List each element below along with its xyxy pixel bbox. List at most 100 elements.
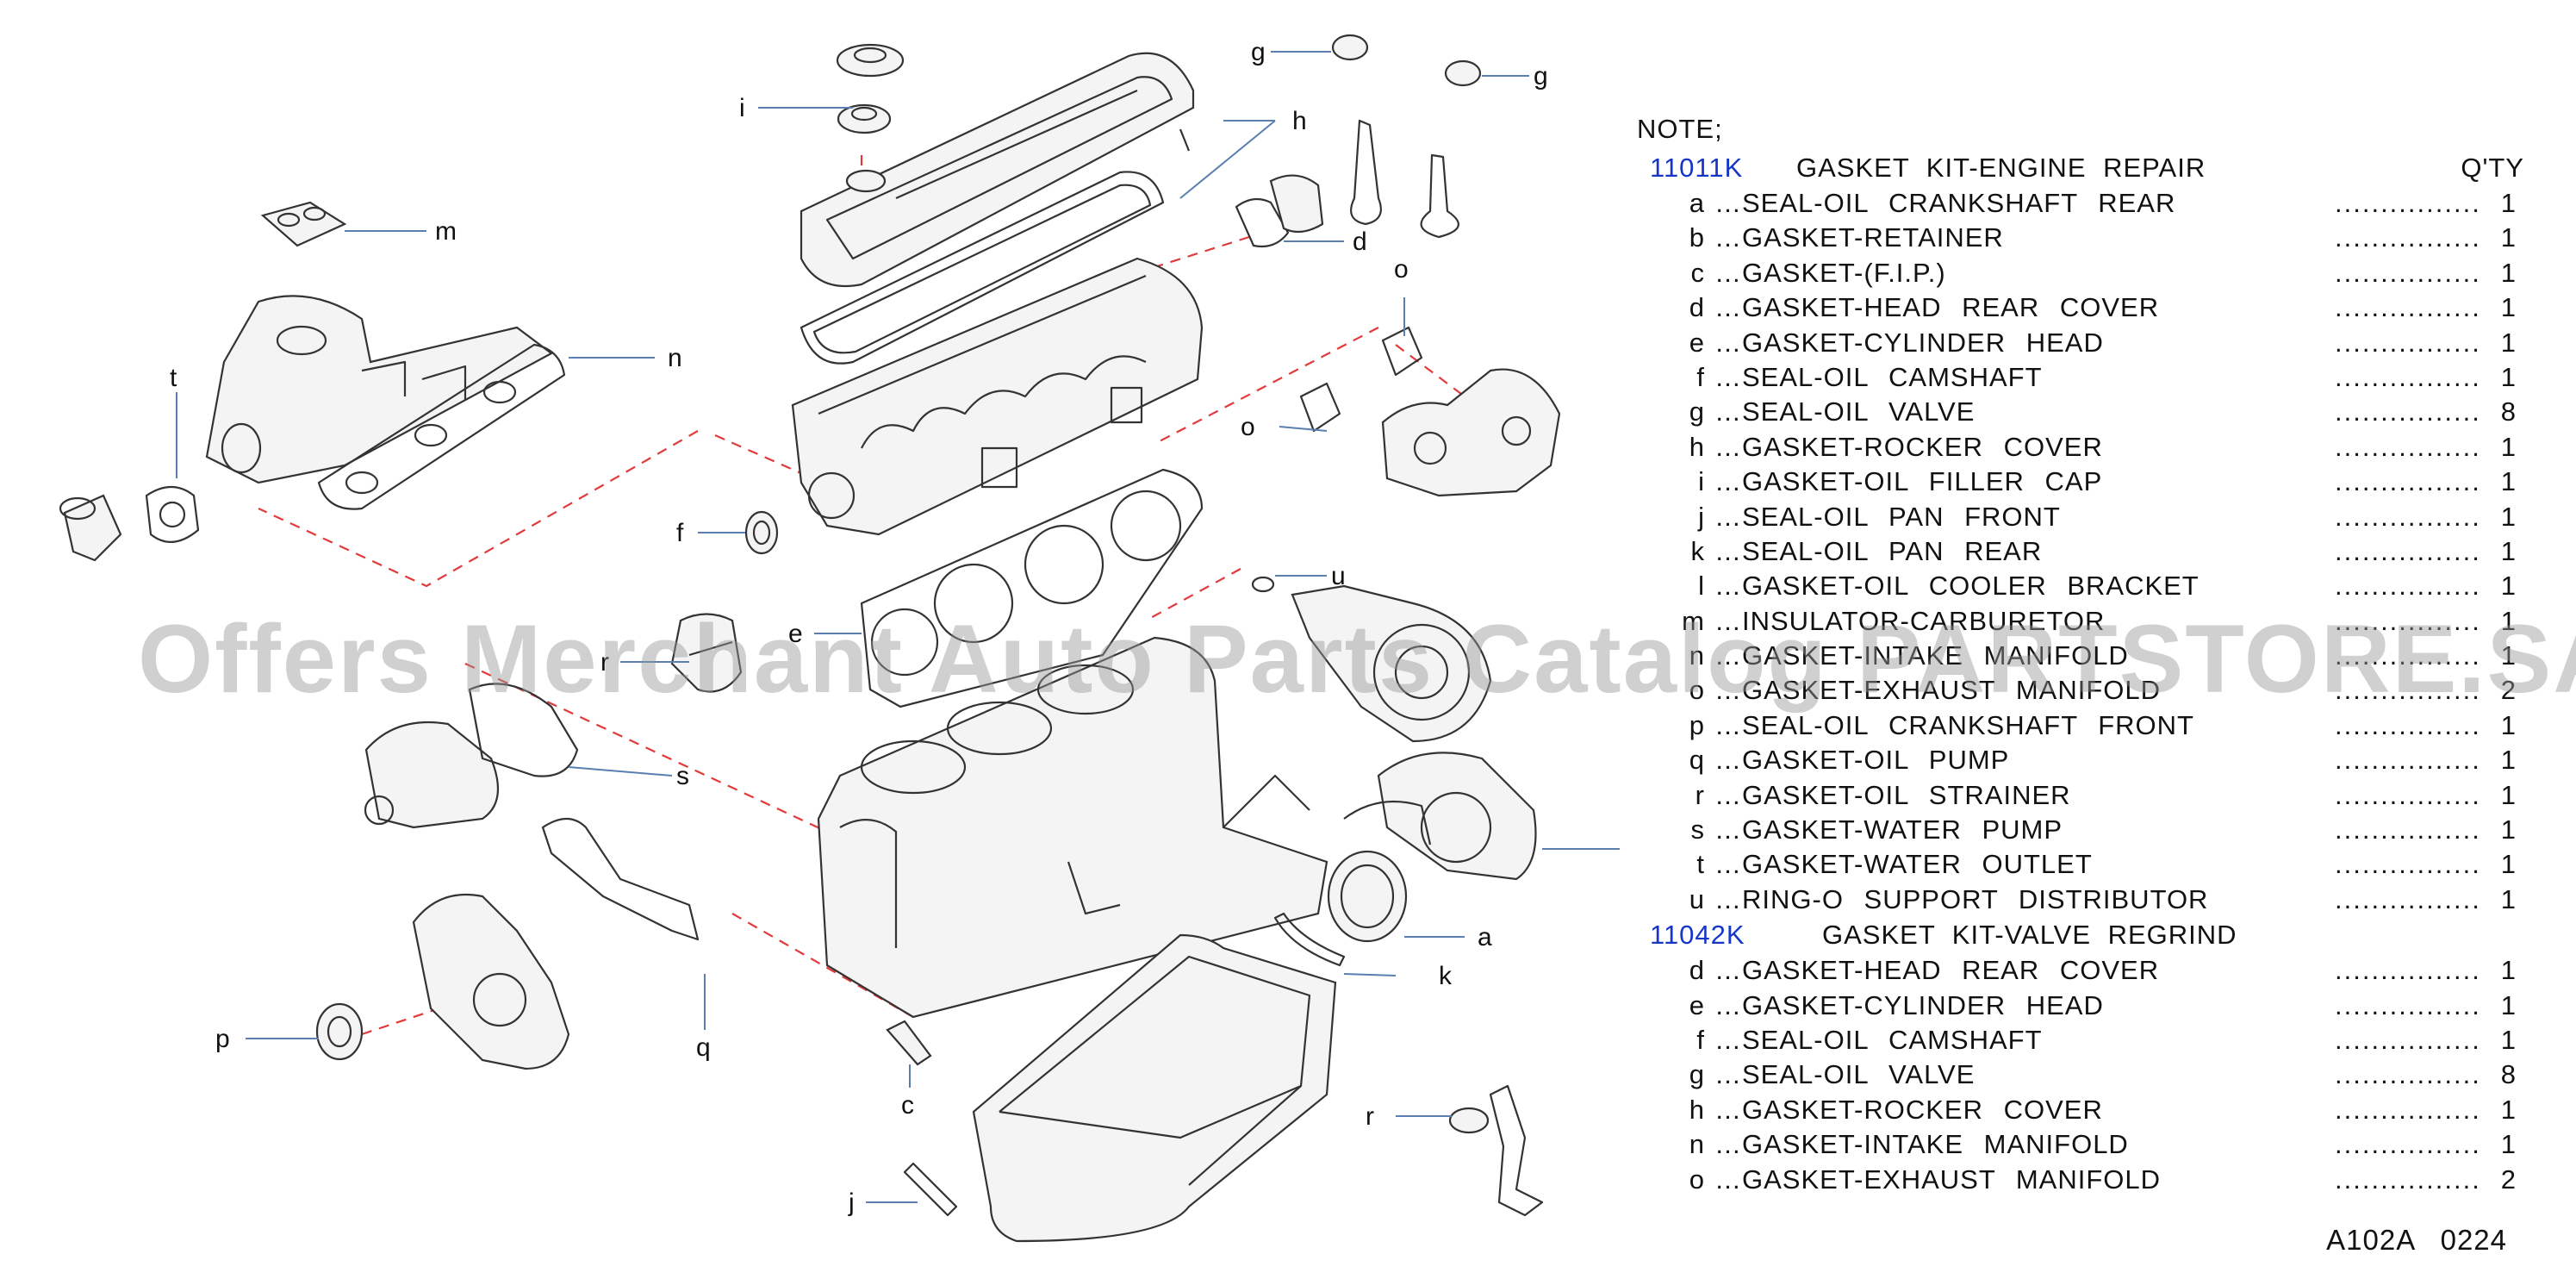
item-description: …SEAL-OIL PAN FRONT [1714, 500, 2335, 534]
item-qty: 1 [2500, 292, 2516, 323]
ellipsis-glyph: … [1714, 989, 1742, 1020]
callout-s: s [676, 762, 689, 790]
item-description: …GASKET-HEAD REAR COVER [1714, 953, 2335, 988]
callout-i: i [739, 94, 745, 122]
callout-e: e [788, 620, 803, 648]
callout-u: u [1331, 562, 1346, 590]
leader-lines [176, 51, 1620, 1203]
dot-leader: ........................................… [2335, 1094, 2481, 1125]
parts-row: h …GASKET-ROCKER COVER...................… [1637, 1093, 2524, 1127]
callout-r-2: r [1366, 1102, 1374, 1131]
dot-leader: ........................................… [2335, 222, 2481, 253]
ellipsis-glyph: … [1714, 292, 1742, 323]
item-description-text: INSULATOR-CARBURETOR [1742, 605, 2106, 636]
item-qty: 1 [2500, 1129, 2516, 1160]
ellipsis-glyph: … [1714, 571, 1742, 602]
item-qty: 1 [2500, 849, 2516, 880]
valve-seal-parts [1331, 34, 1482, 239]
dot-leader: ........................................… [2335, 396, 2481, 427]
parts-row: o…GASKET-EXHAUST MANIFOLD...............… [1637, 1163, 2524, 1197]
callout-r-1: r [600, 648, 609, 677]
kit-header: 11011K GASKET KIT-ENGINE REPAIR Q'TY [1637, 150, 2524, 186]
item-description: …INSULATOR-CARBURETOR [1714, 604, 2335, 639]
item-letter: n [1689, 1129, 1704, 1160]
cylinder-head-gasket-part [860, 468, 1204, 708]
kit-header: 11042K GASKET KIT-VALVE REGRIND [1637, 917, 2524, 953]
kit-name: GASKET KIT-VALVE REGRIND [1822, 920, 2237, 950]
item-qty: 2 [2500, 1164, 2516, 1195]
item-qty: 1 [2500, 709, 2516, 740]
parts-row: g…SEAL-OIL VALVE........................… [1637, 395, 2524, 429]
rocker-cover-gasket-part [800, 171, 1165, 365]
dot-leader: ........................................… [2335, 883, 2481, 914]
item-letter: h [1689, 1094, 1704, 1125]
item-qty: 1 [2500, 501, 2516, 532]
dot-leader: ........................................… [2335, 779, 2481, 810]
item-description-text: GASKET-INTAKE MANIFOLD [1742, 640, 2129, 671]
dot-leader: ........................................… [2335, 431, 2481, 462]
item-description: …SEAL-OIL CRANKSHAFT REAR [1714, 186, 2335, 221]
item-letter: l [1698, 571, 1704, 602]
ellipsis-glyph: … [1714, 361, 1742, 392]
dot-leader: ........................................… [2335, 675, 2481, 706]
item-description-text: GASKET-(F.I.P.) [1742, 257, 1946, 288]
ellipsis-glyph: … [1714, 779, 1742, 810]
item-qty: 2 [2500, 675, 2516, 706]
item-description: …SEAL-OIL PAN REAR [1714, 534, 2335, 569]
item-description: …GASKET-OIL COOLER BRACKET [1714, 569, 2335, 603]
item-description: …GASKET-WATER PUMP [1714, 813, 2335, 847]
item-description: …GASKET-INTAKE MANIFOLD [1714, 1127, 2335, 1162]
kit-code[interactable]: 11011K [1650, 152, 1744, 183]
ellipsis-glyph: … [1714, 1094, 1742, 1125]
parts-row: l…GASKET-OIL COOLER BRACKET.............… [1637, 569, 2524, 603]
parts-row: f…SEAL-OIL CAMSHAFT.....................… [1637, 1023, 2524, 1058]
item-description-text: SEAL-OIL VALVE [1742, 396, 1976, 427]
callout-g-2: g [1534, 62, 1548, 90]
item-description-text: GASKET-CYLINDER HEAD [1742, 989, 2104, 1020]
parts-row: m…INSULATOR-CARBURETOR..................… [1637, 604, 2524, 639]
item-description-text: GASKET-ROCKER COVER [1742, 1094, 2103, 1125]
ellipsis-glyph: … [1714, 501, 1742, 532]
item-letter: s [1690, 814, 1705, 845]
parts-row: e…GASKET-CYLINDER HEAD..................… [1637, 989, 2524, 1023]
oil-pan-front-seal-part [903, 1162, 958, 1217]
item-qty: 1 [2500, 188, 2516, 218]
fip-gasket-part [886, 1020, 932, 1066]
callout-n: n [668, 344, 682, 372]
item-description: …SEAL-OIL VALVE [1714, 395, 2335, 429]
parts-row: p…SEAL-OIL CRANKSHAFT FRONT.............… [1637, 708, 2524, 743]
kit-code[interactable]: 11042K [1650, 920, 1745, 950]
item-description-text: SEAL-OIL VALVE [1742, 1059, 1976, 1090]
callout-j: j [848, 1189, 855, 1217]
item-description: …GASKET-EXHAUST MANIFOLD [1714, 673, 2335, 708]
oil-pump-gasket-part [541, 817, 700, 941]
item-letter: q [1689, 745, 1704, 776]
kit-name: GASKET KIT-ENGINE REPAIR [1796, 152, 2206, 183]
ellipsis-glyph: … [1714, 535, 1742, 566]
oil-filler-cap-part [836, 43, 905, 134]
ellipsis-glyph: … [1714, 222, 1742, 253]
parts-row: u…RING-O SUPPORT DISTRIBUTOR............… [1637, 883, 2524, 917]
water-pump-part [364, 683, 579, 829]
item-letter: o [1689, 1164, 1704, 1195]
callout-h: h [1292, 107, 1307, 135]
dot-leader: ........................................… [2335, 745, 2481, 776]
item-description: …GASKET-RETAINER [1714, 221, 2335, 255]
dot-leader: ........................................… [2335, 605, 2481, 636]
rocker-cover-part [800, 52, 1195, 288]
crankshaft-rear-seal-part [1327, 850, 1408, 943]
item-qty: 1 [2500, 605, 2516, 636]
dot-leader: ........................................… [2335, 257, 2481, 288]
item-description: …RING-O SUPPORT DISTRIBUTOR [1714, 883, 2335, 917]
item-letter: c [1690, 257, 1705, 288]
ellipsis-glyph: … [1714, 640, 1742, 671]
parts-row: s…GASKET-WATER PUMP.....................… [1637, 813, 2524, 847]
dot-leader: ........................................… [2335, 501, 2481, 532]
dot-leader: ........................................… [2335, 361, 2481, 392]
ellipsis-glyph: … [1714, 327, 1742, 358]
parts-row: e…GASKET-CYLINDER HEAD..................… [1637, 326, 2524, 360]
ellipsis-glyph: … [1714, 1059, 1742, 1090]
item-qty: 1 [2500, 361, 2516, 392]
callout-p: p [215, 1025, 230, 1053]
item-qty: 1 [2500, 571, 2516, 602]
